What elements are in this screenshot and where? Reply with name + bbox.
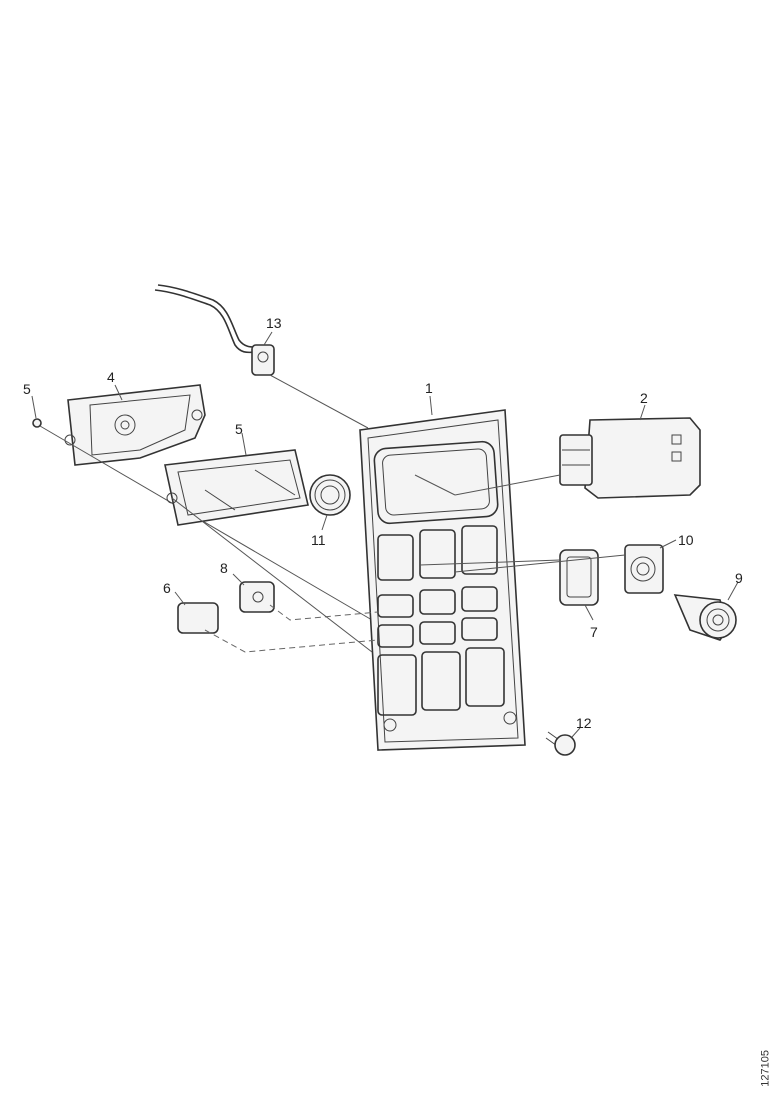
part-12-screw [545, 727, 581, 756]
leader-10-to-1 [454, 554, 626, 573]
part-2-display-module [559, 404, 701, 499]
callout-4: 4 [107, 369, 115, 385]
part-1-main-panel [359, 395, 526, 751]
leader-13-to-1 [269, 374, 369, 429]
callout-10: 10 [678, 532, 694, 548]
reference-code: 127105 [760, 1050, 772, 1087]
part-6-blank-cover [174, 591, 219, 634]
callout-7: 7 [590, 624, 598, 640]
leader-8-to-1 [269, 604, 379, 621]
leader-2-to-1 [454, 474, 561, 496]
callout-13: 13 [266, 315, 282, 331]
callout-11: 11 [311, 532, 326, 548]
callout-1: 1 [425, 380, 433, 396]
part-5-screw-left [31, 395, 42, 428]
part-9-lighter [673, 581, 739, 641]
callout-5-left: 5 [23, 381, 31, 397]
part-13-connector [154, 284, 275, 376]
callout-12: 12 [576, 715, 592, 731]
leader-5-to-1b [171, 497, 373, 653]
callout-9: 9 [735, 570, 743, 586]
leader-7-to-1 [419, 559, 561, 566]
part-8-small-switch [232, 573, 275, 613]
callout-5-middle: 5 [235, 421, 243, 437]
part-7-switch [559, 549, 599, 621]
leader-6-to-1 [204, 629, 379, 653]
callout-6: 6 [163, 580, 171, 596]
part-11-knob [309, 474, 351, 531]
part-4-bracket [64, 384, 206, 466]
leader-5-to-1 [39, 425, 373, 621]
part-5-plate [164, 432, 309, 526]
callout-2: 2 [640, 390, 648, 406]
callout-8: 8 [220, 560, 228, 576]
leader-2-to-1b [414, 474, 456, 496]
part-10-socket-frame [624, 539, 677, 594]
